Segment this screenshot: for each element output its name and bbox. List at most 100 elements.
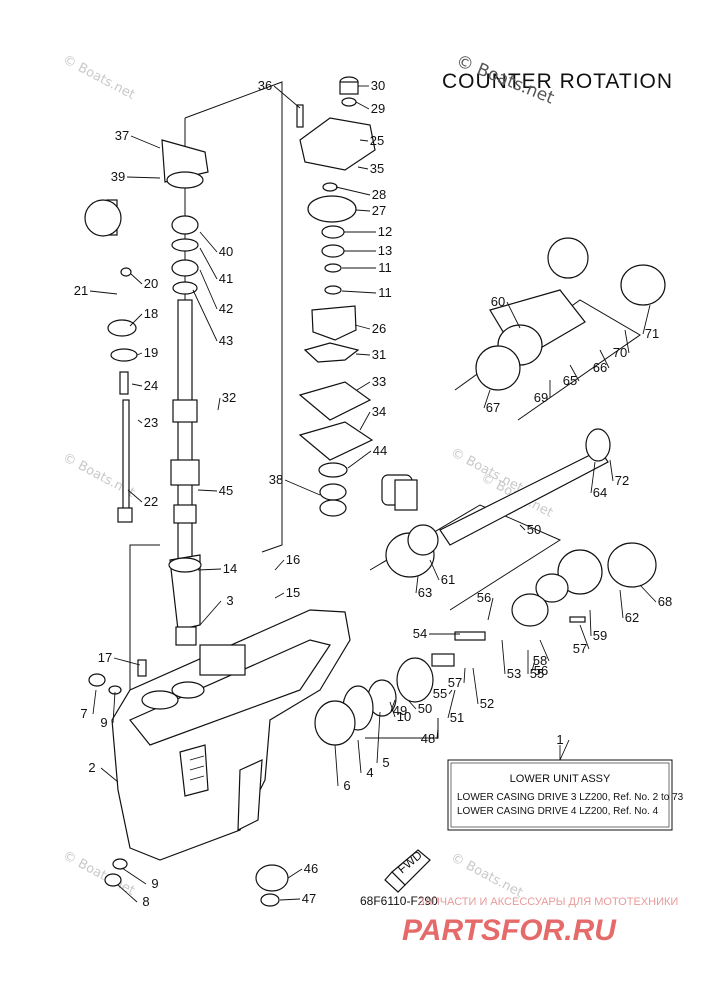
leader-line bbox=[359, 411, 371, 431]
part-label: 13 bbox=[378, 243, 392, 258]
leader-line bbox=[642, 304, 651, 335]
part-label: 31 bbox=[372, 347, 386, 362]
part-label: 45 bbox=[219, 483, 233, 498]
leader-line bbox=[415, 575, 419, 594]
part-label: 71 bbox=[645, 326, 659, 341]
part-label: 49 bbox=[393, 703, 407, 718]
leader-line bbox=[590, 461, 596, 494]
part-label: 28 bbox=[372, 187, 386, 202]
part-label: 57 bbox=[448, 675, 462, 690]
part-label: 7 bbox=[80, 706, 87, 721]
part-label: 51 bbox=[450, 710, 464, 725]
leader-line bbox=[609, 459, 614, 482]
leader-line bbox=[192, 289, 218, 342]
leader-line bbox=[129, 313, 143, 327]
leader-line bbox=[531, 659, 536, 672]
leader-line bbox=[487, 597, 494, 621]
leader-line bbox=[273, 85, 301, 109]
fwd-arrow: FWD bbox=[384, 848, 431, 893]
shift-rod-assembly bbox=[84, 199, 138, 523]
leader-line bbox=[589, 609, 592, 637]
leader-line bbox=[199, 247, 218, 280]
leader-line bbox=[599, 349, 610, 369]
leader-line bbox=[569, 364, 580, 382]
part-label: 64 bbox=[593, 485, 607, 500]
leader-line bbox=[624, 329, 630, 354]
leader-line bbox=[506, 301, 521, 329]
leader-line bbox=[335, 186, 371, 196]
part-label: 65 bbox=[563, 373, 577, 388]
water-pump-assembly bbox=[296, 76, 413, 517]
part-label: 58 bbox=[533, 653, 547, 668]
leader-line bbox=[448, 689, 453, 695]
info-box-heading: LOWER UNIT ASSY bbox=[510, 773, 611, 785]
part-label: 8 bbox=[142, 894, 149, 909]
part-label: 12 bbox=[378, 224, 392, 239]
part-label: 20 bbox=[144, 276, 158, 291]
part-label: 1 bbox=[556, 732, 563, 747]
pinion-gear bbox=[88, 659, 289, 907]
leader-line bbox=[274, 592, 285, 599]
part-label: 43 bbox=[219, 333, 233, 348]
part-label: 48 bbox=[421, 731, 435, 746]
part-label: 44 bbox=[373, 443, 387, 458]
part-label: 4 bbox=[366, 765, 373, 780]
leader-line bbox=[355, 101, 370, 110]
part-label: 33 bbox=[372, 374, 386, 389]
watermark: © Boats.net bbox=[60, 848, 137, 898]
part-label: 50 bbox=[527, 522, 541, 537]
part-label: 21 bbox=[74, 283, 88, 298]
part-label: 56 bbox=[534, 663, 548, 678]
drive-shaft-assembly bbox=[161, 139, 209, 646]
leader-line bbox=[355, 209, 371, 212]
part-label: 46 bbox=[304, 861, 318, 876]
part-label: 69 bbox=[534, 390, 548, 405]
leader-line bbox=[347, 450, 372, 469]
leader-line bbox=[619, 589, 624, 619]
part-label: 19 bbox=[144, 345, 158, 360]
leader-line bbox=[89, 290, 118, 295]
part-label: 10 bbox=[397, 709, 411, 724]
leader-line bbox=[463, 667, 466, 684]
lower-casing bbox=[111, 609, 351, 861]
part-label: 27 bbox=[372, 203, 386, 218]
leader-line bbox=[579, 624, 590, 650]
leader-line bbox=[472, 667, 479, 705]
info-box-line-2: LOWER CASING DRIVE 4 LZ200, Ref. No. 4 bbox=[457, 806, 659, 817]
leader-line bbox=[197, 568, 222, 571]
leader-line bbox=[355, 353, 371, 356]
leader-line bbox=[284, 479, 321, 496]
leader-line bbox=[390, 699, 396, 712]
part-label: 60 bbox=[491, 294, 505, 309]
part-label: 41 bbox=[219, 271, 233, 286]
leader-line bbox=[126, 176, 161, 179]
part-label: 68 bbox=[658, 594, 672, 609]
leader-line bbox=[357, 739, 362, 774]
leader-line bbox=[447, 689, 456, 719]
leader-line bbox=[100, 767, 119, 783]
part-label: 55 bbox=[433, 686, 447, 701]
part-label: 29 bbox=[371, 101, 385, 116]
part-label: 63 bbox=[418, 585, 432, 600]
part-label: 53 bbox=[507, 666, 521, 681]
part-label: 32 bbox=[222, 390, 236, 405]
leader-line bbox=[199, 600, 222, 626]
part-label: 11 bbox=[378, 285, 392, 300]
leader-line bbox=[92, 689, 97, 715]
leader-line bbox=[136, 352, 143, 356]
leader-line bbox=[354, 324, 371, 330]
leader-line bbox=[199, 231, 218, 253]
part-label: 15 bbox=[286, 585, 300, 600]
part-label: 25 bbox=[370, 133, 384, 148]
part-label: 70 bbox=[613, 345, 627, 360]
part-label: 66 bbox=[593, 360, 607, 375]
part-label: 26 bbox=[372, 321, 386, 336]
part-label: 62 bbox=[625, 610, 639, 625]
leader-line bbox=[112, 691, 116, 724]
part-label: 34 bbox=[372, 404, 386, 419]
leader-line bbox=[389, 701, 396, 718]
leader-line bbox=[199, 269, 218, 310]
leader-line bbox=[559, 739, 570, 761]
leader-line bbox=[131, 383, 143, 387]
